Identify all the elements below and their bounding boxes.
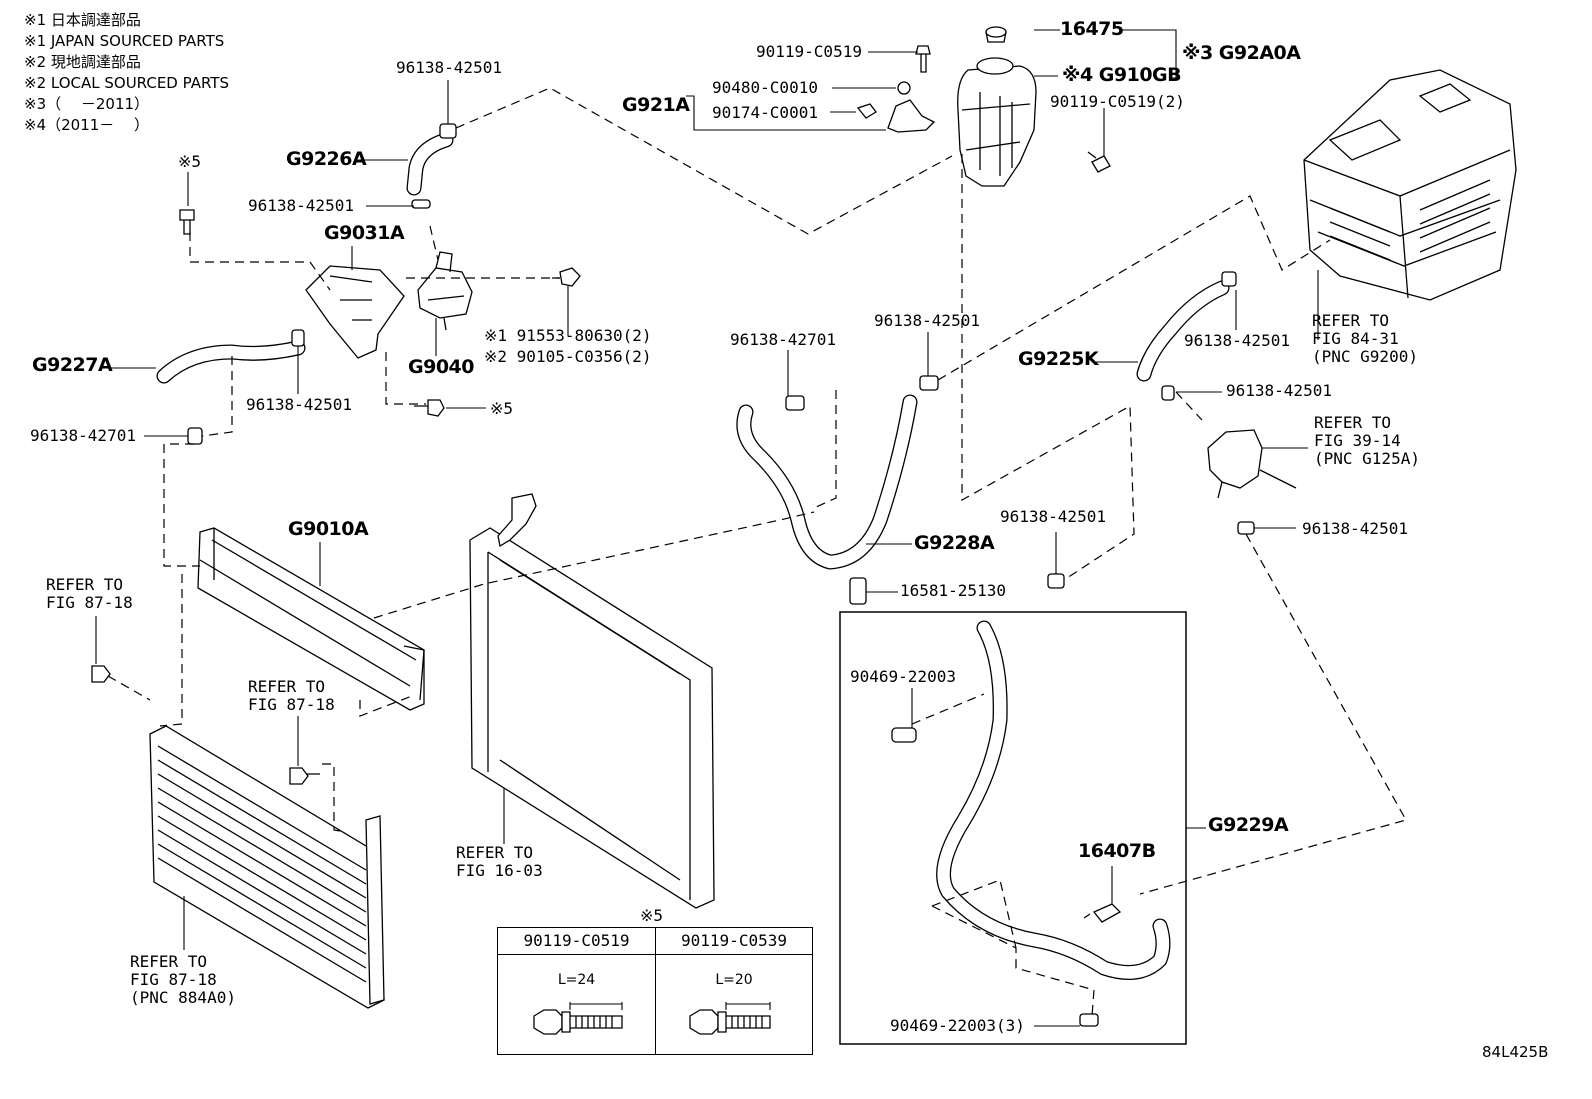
- callout-90119-c0519[interactable]: 90119-C0519: [756, 42, 862, 61]
- callout-g9226a[interactable]: G9226A: [286, 148, 367, 170]
- refer-line: REFER TO: [1312, 311, 1390, 330]
- reservoir-tank-drawing: [957, 26, 1037, 187]
- callout-91553-80630[interactable]: ※1 91553-80630(2): [484, 326, 652, 345]
- callout-96138-42501[interactable]: 96138-42501: [1184, 331, 1290, 350]
- water-pump-drawing: [417, 251, 473, 331]
- callout-96138-42501[interactable]: 96138-42501: [1000, 507, 1106, 526]
- refer-line: (PNC G125A): [1314, 449, 1420, 468]
- bolt-length-table: 90119-C0519 L=24 90119-C0539 L=20: [497, 927, 813, 1055]
- grommet-icon: [897, 81, 911, 95]
- callout-g9040[interactable]: G9040: [408, 356, 474, 378]
- bolt-length: L=20: [715, 972, 753, 988]
- note-date-range-4: ※4（2011－ ）: [24, 116, 150, 134]
- bolt-icon: [179, 209, 195, 235]
- hose-clamp-icon: [856, 103, 877, 119]
- refer-line: (PNC 884A0): [130, 988, 236, 1007]
- refer-fig-39-14[interactable]: REFER TO FIG 39-14 (PNC G125A): [1314, 414, 1420, 468]
- bolt-length: L=24: [557, 972, 596, 988]
- callout-16407b[interactable]: 16407B: [1078, 840, 1156, 862]
- condenser-drawing: [149, 725, 385, 1009]
- callout-90174-c0001[interactable]: 90174-C0001: [712, 103, 818, 122]
- figure-code: 84L425B: [1482, 1043, 1549, 1061]
- callout-90105-c0356[interactable]: ※2 90105-C0356(2): [484, 347, 652, 366]
- refer-line: REFER TO: [456, 843, 534, 862]
- refer-line: FIG 87-18: [248, 695, 335, 714]
- refer-fig-87-18-pnc-884a0[interactable]: REFER TO FIG 87-18 (PNC 884A0): [130, 953, 236, 1007]
- callout-96138-42501[interactable]: 96138-42501: [246, 395, 352, 414]
- refer-line: REFER TO: [46, 575, 124, 594]
- callout-96138-42701[interactable]: 96138-42701: [730, 330, 836, 349]
- bolt-part-number[interactable]: 90119-C0519: [498, 928, 655, 955]
- callout-g9227a[interactable]: G9227A: [32, 354, 113, 376]
- bolt-column: 90119-C0519 L=24: [498, 928, 655, 1054]
- callout-g9031a[interactable]: G9031A: [324, 222, 405, 244]
- callout-16475[interactable]: 16475: [1060, 18, 1124, 40]
- note-local-sourced-jp: ※2 現地調達部品: [24, 53, 141, 71]
- refer-line: REFER TO: [1314, 413, 1392, 432]
- sensor-icon: [1083, 903, 1122, 923]
- auxiliary-radiator-drawing: [197, 527, 425, 711]
- refer-line: REFER TO: [248, 677, 326, 696]
- callout-g9229a[interactable]: G9229A: [1208, 814, 1289, 836]
- electric-pump-drawing: [1207, 429, 1263, 489]
- callout-96138-42501[interactable]: 96138-42501: [396, 58, 502, 77]
- bolt-icon: [1087, 151, 1111, 173]
- bolt-icon: [289, 767, 320, 785]
- callout-note-5[interactable]: ※5: [490, 399, 514, 418]
- callout-90119-c0519-2[interactable]: 90119-C0519(2): [1050, 92, 1185, 111]
- refer-fig-87-18[interactable]: REFER TO FIG 87-18: [46, 576, 133, 612]
- note-date-range-3: ※3（ －2011）: [24, 95, 150, 113]
- callout-96138-42701[interactable]: 96138-42701: [30, 426, 136, 445]
- refer-line: REFER TO: [130, 952, 208, 971]
- callout-96138-42501[interactable]: 96138-42501: [874, 311, 980, 330]
- note-japan-sourced-en: ※1 JAPAN SOURCED PARTS: [24, 32, 225, 50]
- callout-96138-42501[interactable]: 96138-42501: [248, 196, 354, 215]
- leader-lines: [95, 29, 1319, 1027]
- note-japan-sourced-jp: ※1 日本調達部品: [24, 11, 141, 29]
- refer-line: FIG 39-14: [1314, 431, 1401, 450]
- main-radiator-drawing: [469, 493, 715, 909]
- dashed-connectors: [107, 87, 1407, 1017]
- bolt-column: 90119-C0539 L=20: [655, 928, 812, 1054]
- refer-line: (PNC G9200): [1312, 347, 1418, 366]
- bolt-icon: [915, 45, 931, 73]
- callout-note-5[interactable]: ※5: [178, 152, 202, 171]
- callout-96138-42501[interactable]: 96138-42501: [1302, 519, 1408, 538]
- bolt-icon: [91, 665, 111, 683]
- callout-g9225k[interactable]: G9225K: [1018, 348, 1099, 370]
- reservoir-bracket-drawing: [887, 99, 936, 133]
- callout-16581-25130[interactable]: 16581-25130: [900, 581, 1006, 600]
- refer-line: FIG 16-03: [456, 861, 543, 880]
- callout-g92a0a[interactable]: ※3 G92A0A: [1182, 42, 1301, 64]
- bolt-part-number[interactable]: 90119-C0539: [656, 928, 812, 955]
- callout-g921a[interactable]: G921A: [622, 94, 690, 116]
- callout-90469-22003-3[interactable]: 90469-22003(3): [890, 1016, 1025, 1035]
- bolt-table-marker: ※5: [640, 906, 664, 925]
- callout-90469-22003[interactable]: 90469-22003: [850, 667, 956, 686]
- bolt-icon: [414, 399, 445, 417]
- callout-96138-42501[interactable]: 96138-42501: [1226, 381, 1332, 400]
- refer-fig-87-18[interactable]: REFER TO FIG 87-18: [248, 678, 335, 714]
- refer-line: FIG 87-18: [46, 593, 133, 612]
- refer-fig-84-31[interactable]: REFER TO FIG 84-31 (PNC G9200): [1312, 312, 1418, 366]
- callout-90480-c0010[interactable]: 90480-C0010: [712, 78, 818, 97]
- hoses: [156, 132, 1230, 980]
- refer-line: FIG 84-31: [1312, 329, 1399, 348]
- hose-clamps: [187, 123, 1255, 1027]
- callout-g9228a[interactable]: G9228A: [914, 532, 995, 554]
- refer-fig-16-03[interactable]: REFER TO FIG 16-03: [456, 844, 543, 880]
- callout-g910gb[interactable]: ※4 G910GB: [1062, 64, 1182, 86]
- inverter-assembly-drawing: [1303, 69, 1517, 301]
- hose-group-frame: [839, 611, 1187, 1045]
- callout-g9010a[interactable]: G9010A: [288, 518, 369, 540]
- pump-bracket-drawing: [305, 265, 405, 359]
- refer-line: FIG 87-18: [130, 970, 217, 989]
- bolt-length-illustrations: [533, 1002, 771, 1035]
- bolt-icon: [552, 267, 581, 287]
- note-local-sourced-en: ※2 LOCAL SOURCED PARTS: [24, 74, 229, 92]
